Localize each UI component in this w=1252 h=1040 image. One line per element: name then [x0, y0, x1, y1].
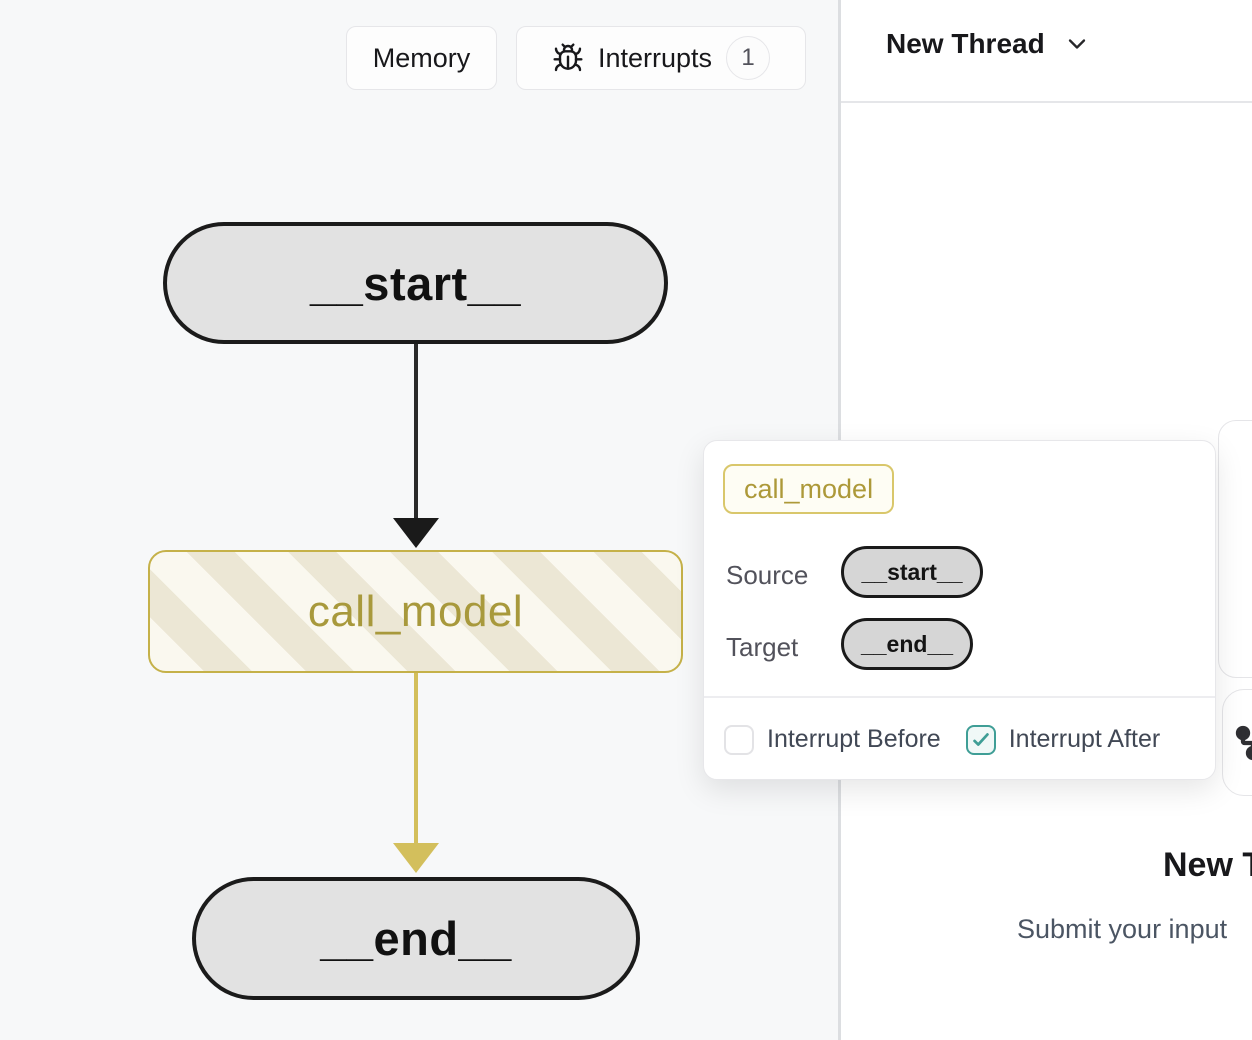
interrupts-button[interactable]: Interrupts 1	[516, 26, 806, 90]
thread-title: New Thread	[886, 28, 1045, 59]
source-value-pill[interactable]: __start__	[841, 546, 983, 598]
graph-node-start-label: __start__	[310, 256, 521, 310]
thread-header-divider	[841, 101, 1252, 103]
popover-node-chip[interactable]: call_model	[723, 464, 895, 514]
interrupt-before-toggle[interactable]: Interrupt Before	[724, 724, 941, 755]
graph-node-end[interactable]: __end__	[192, 877, 640, 1000]
interrupt-after-checkbox[interactable]	[965, 724, 996, 755]
interrupts-count-badge: 1	[726, 36, 771, 80]
empty-state-subtext: Submit your input	[1017, 914, 1228, 944]
interrupt-after-label: Interrupt After	[1008, 725, 1161, 753]
git-fork-icon	[1223, 723, 1252, 763]
graph-node-start[interactable]: __start__	[163, 222, 668, 344]
target-label: Target	[726, 632, 799, 662]
check-icon	[970, 729, 992, 751]
interrupt-before-label: Interrupt Before	[767, 725, 941, 753]
memory-button[interactable]: Memory	[346, 26, 497, 90]
bug-icon	[552, 42, 584, 74]
edge-callmodel-to-end	[414, 673, 418, 847]
input-card-partial	[1218, 420, 1252, 678]
popover-footer-divider	[704, 696, 1215, 698]
memory-button-label: Memory	[372, 42, 471, 73]
graph-node-call-model[interactable]: call_model	[148, 550, 683, 673]
edge-start-to-callmodel	[414, 344, 418, 524]
edge-end-arrowhead-icon	[393, 843, 439, 873]
graph-node-call-model-label: call_model	[307, 586, 524, 636]
interrupt-before-checkbox[interactable]	[724, 724, 754, 755]
node-details-popover: call_model Source __start__ Target __end…	[703, 440, 1216, 780]
interrupt-after-toggle[interactable]: Interrupt After	[965, 724, 1161, 755]
popover-footer: Interrupt Before Interrupt After	[704, 698, 1215, 781]
graph-node-end-label: __end__	[320, 912, 512, 965]
target-value-pill[interactable]: __end__	[841, 618, 973, 670]
source-label: Source	[726, 560, 809, 590]
graph-canvas[interactable]: Memory Interrupts 1 __start__	[0, 0, 838, 1040]
thread-selector[interactable]: New Thread	[886, 28, 1091, 60]
interrupts-button-label: Interrupts	[597, 42, 713, 73]
edge-start-arrowhead-icon	[393, 518, 439, 548]
fork-button-partial[interactable]	[1222, 689, 1252, 796]
chevron-down-icon	[1063, 30, 1091, 58]
empty-state-heading: New Thread	[1163, 846, 1252, 884]
